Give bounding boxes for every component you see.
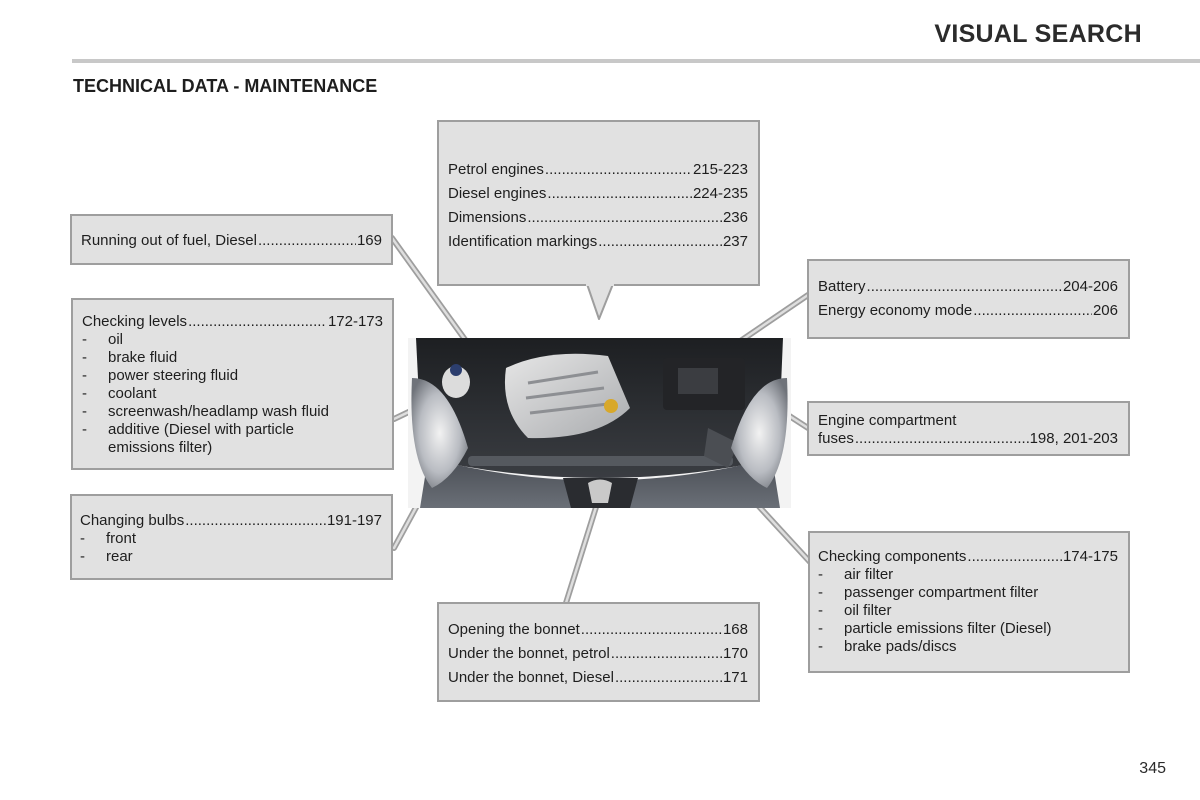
index-entry[interactable]: Battery204-206 xyxy=(818,275,1118,299)
section-title: TECHNICAL DATA - MAINTENANCE xyxy=(73,76,378,96)
list-item-continuation: emissions filter) xyxy=(108,439,213,456)
header-divider xyxy=(72,59,1200,63)
list-item: -coolant xyxy=(82,385,157,402)
list-item: -particle emissions filter (Diesel) xyxy=(818,620,1052,637)
index-entry[interactable]: Changing bulbs191-197 xyxy=(80,512,382,530)
index-entry[interactable]: Opening the bonnet168 xyxy=(448,618,748,642)
callout-engine-data: Petrol engines215-223 Diesel engines224-… xyxy=(437,120,760,286)
callout-fuel: Running out of fuel, Diesel169 xyxy=(70,214,393,265)
list-item: -oil filter xyxy=(818,602,892,619)
index-entry[interactable]: Under the bonnet, petrol170 xyxy=(448,642,748,666)
list-item: -front xyxy=(80,530,137,547)
entry-label-line: Engine compartment xyxy=(818,412,957,429)
page-number: 345 xyxy=(1139,760,1166,777)
index-entry[interactable]: Under the bonnet, Diesel171 xyxy=(448,666,748,690)
list-item: -power steering fluid xyxy=(82,367,239,384)
callout-bulbs: Changing bulbs191-197 -front -rear xyxy=(70,494,393,580)
list-item: -brake pads/discs xyxy=(818,638,957,655)
callout-fuses: Engine compartment fuses198, 201-203 xyxy=(807,401,1130,456)
index-entry[interactable]: Dimensions236 xyxy=(448,206,748,230)
callout-levels: Checking levels172-173 -oil -brake fluid… xyxy=(71,298,394,470)
list-item: -air filter xyxy=(818,566,894,583)
index-entry[interactable]: fuses198, 201-203 xyxy=(818,430,1118,448)
list-item: -rear xyxy=(80,548,133,565)
callout-pointer xyxy=(586,283,614,320)
list-item: -additive (Diesel with particle xyxy=(82,421,294,438)
index-entry[interactable]: Energy economy mode206 xyxy=(818,299,1118,323)
page-header-title: VISUAL SEARCH xyxy=(934,20,1142,48)
index-entry[interactable]: Checking levels172-173 xyxy=(82,313,383,331)
list-item: -screenwash/headlamp wash fluid xyxy=(82,403,329,420)
list-item: -passenger compartment filter xyxy=(818,584,1039,601)
index-entry[interactable]: Petrol engines215-223 xyxy=(448,158,748,182)
list-item: -oil xyxy=(82,331,124,348)
callout-battery: Battery204-206 Energy economy mode206 xyxy=(807,259,1130,339)
index-entry[interactable]: Checking components174-175 xyxy=(818,548,1118,566)
index-entry[interactable]: Identification markings237 xyxy=(448,230,748,254)
list-item: -brake fluid xyxy=(82,349,178,366)
index-entry[interactable]: Diesel engines224-235 xyxy=(448,182,748,206)
callout-bonnet: Opening the bonnet168 Under the bonnet, … xyxy=(437,602,760,702)
engine-compartment-image xyxy=(408,338,791,508)
index-entry[interactable]: Running out of fuel, Diesel169 xyxy=(81,232,382,250)
callout-components: Checking components174-175 -air filter -… xyxy=(808,531,1130,673)
